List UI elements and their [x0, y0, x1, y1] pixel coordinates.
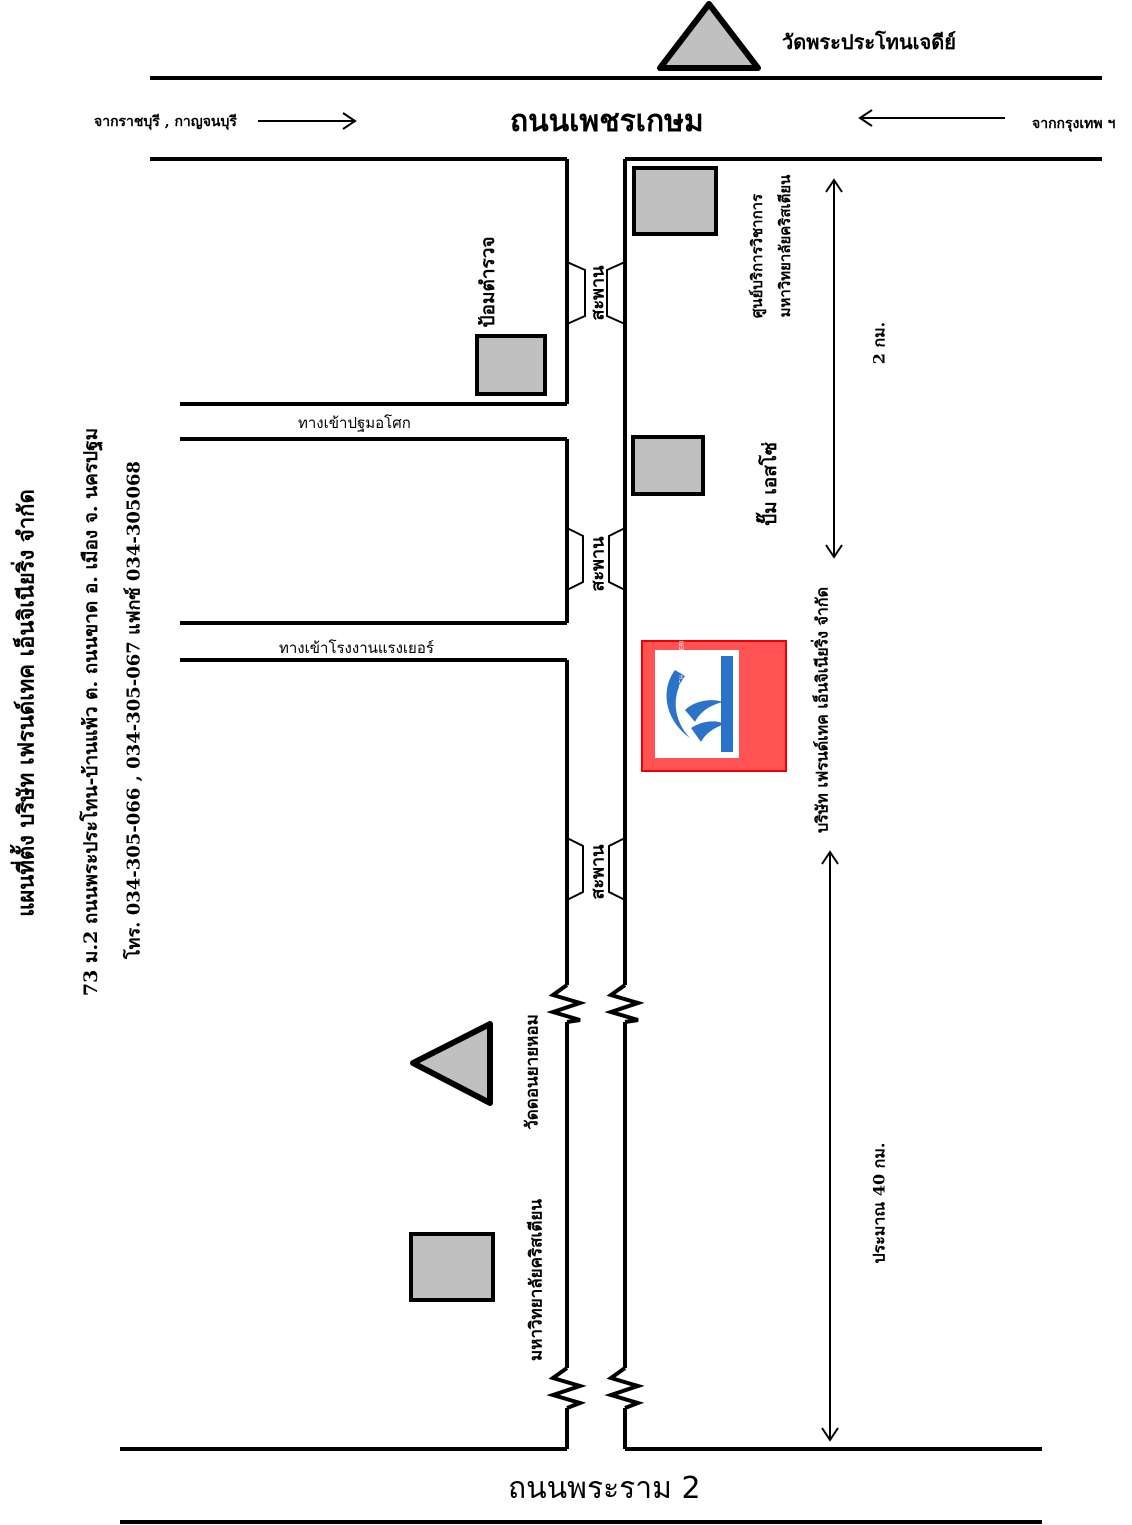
- phone-label: โทร. 034-305-066 , 034-305-067 แฟกซ์ 034…: [123, 460, 145, 960]
- university-icon: [409, 1232, 495, 1302]
- entrance-label-1: ทางเข้าปฐมอโศก: [298, 414, 411, 432]
- distance-long-label: ประมาณ 40 กม.: [869, 1142, 889, 1264]
- temple-top-label: วัดพระประโทนเจดีย์: [782, 30, 956, 54]
- distance-short-label: 2 กม.: [869, 321, 889, 365]
- police-label: ป้อมตำรวจ: [477, 236, 499, 328]
- from-west-label: จากราชบุรี , กาญจนบุรี: [94, 114, 237, 130]
- university-label: มหาวิทยาลัยคริสเตียน: [526, 1199, 547, 1361]
- company-location-marker: FRIENDTECH ENGINEERING CO.,LTD.: [641, 604, 787, 772]
- distance-arrow-short-icon: [825, 178, 843, 559]
- distance-arrow-long-icon: [821, 850, 839, 1442]
- bridge-symbol-1: [566, 261, 626, 325]
- from-east-label: จากกรุงเทพ ฯ: [1032, 116, 1116, 132]
- road-break-right-1: [604, 983, 645, 1024]
- temple-bottom-label: วัดดอนยายหอม: [522, 1014, 543, 1130]
- road-break-left-2: [546, 1366, 587, 1410]
- logo-swirl-icon: [666, 656, 733, 752]
- logo-text: FRIENDTECH ENGINEERING CO.,LTD.: [678, 604, 686, 714]
- road-break-right-2: [604, 1366, 645, 1410]
- arrow-from-east-icon: [858, 109, 1005, 127]
- address-label: 73 ม.2 ถนนพระประโทน-บ้านแพ้ว ต. ถนนขาด อ…: [80, 427, 102, 997]
- road-top-label: ถนนเพชรเกษม: [510, 104, 704, 139]
- bridge-label-3: สะพาน: [587, 844, 609, 900]
- road-break-left-1: [546, 983, 587, 1024]
- service-center-icon: [632, 166, 718, 236]
- company-label: บริษัท เฟรนด์เทค เอ็นจิเนียริ่ง จำกัด: [812, 586, 832, 834]
- gas-station-label: ปั๊ม เอสโซ่: [759, 442, 781, 526]
- company-logo: FRIENDTECH ENGINEERING CO.,LTD.: [655, 604, 739, 758]
- temple-bottom-icon: [410, 1021, 493, 1106]
- police-box-icon: [475, 334, 547, 396]
- temple-top-icon: [657, 1, 761, 71]
- service-center-label-1: ศูนย์บริการวิชาการ: [748, 193, 766, 319]
- gas-station-icon: [631, 435, 705, 496]
- service-center-label-2: มหาวิทยาลัยคริสเตียน: [776, 174, 794, 318]
- bridge-label-2: สะพาน: [587, 536, 609, 592]
- bridge-symbol-3: [566, 837, 626, 901]
- map-title: แผนที่ตั้ง บริษัท เฟรนด์เทค เอ็นจิเนียริ…: [13, 489, 40, 917]
- entrance-label-2: ทางเข้าโรงงานแรงเยอร์: [279, 639, 434, 657]
- arrow-from-west-icon: [258, 112, 357, 130]
- bridge-label-1: สะพาน: [587, 265, 609, 321]
- bridge-symbol-2: [566, 527, 626, 591]
- road-bottom-label: ถนนพระราม 2: [508, 1471, 701, 1506]
